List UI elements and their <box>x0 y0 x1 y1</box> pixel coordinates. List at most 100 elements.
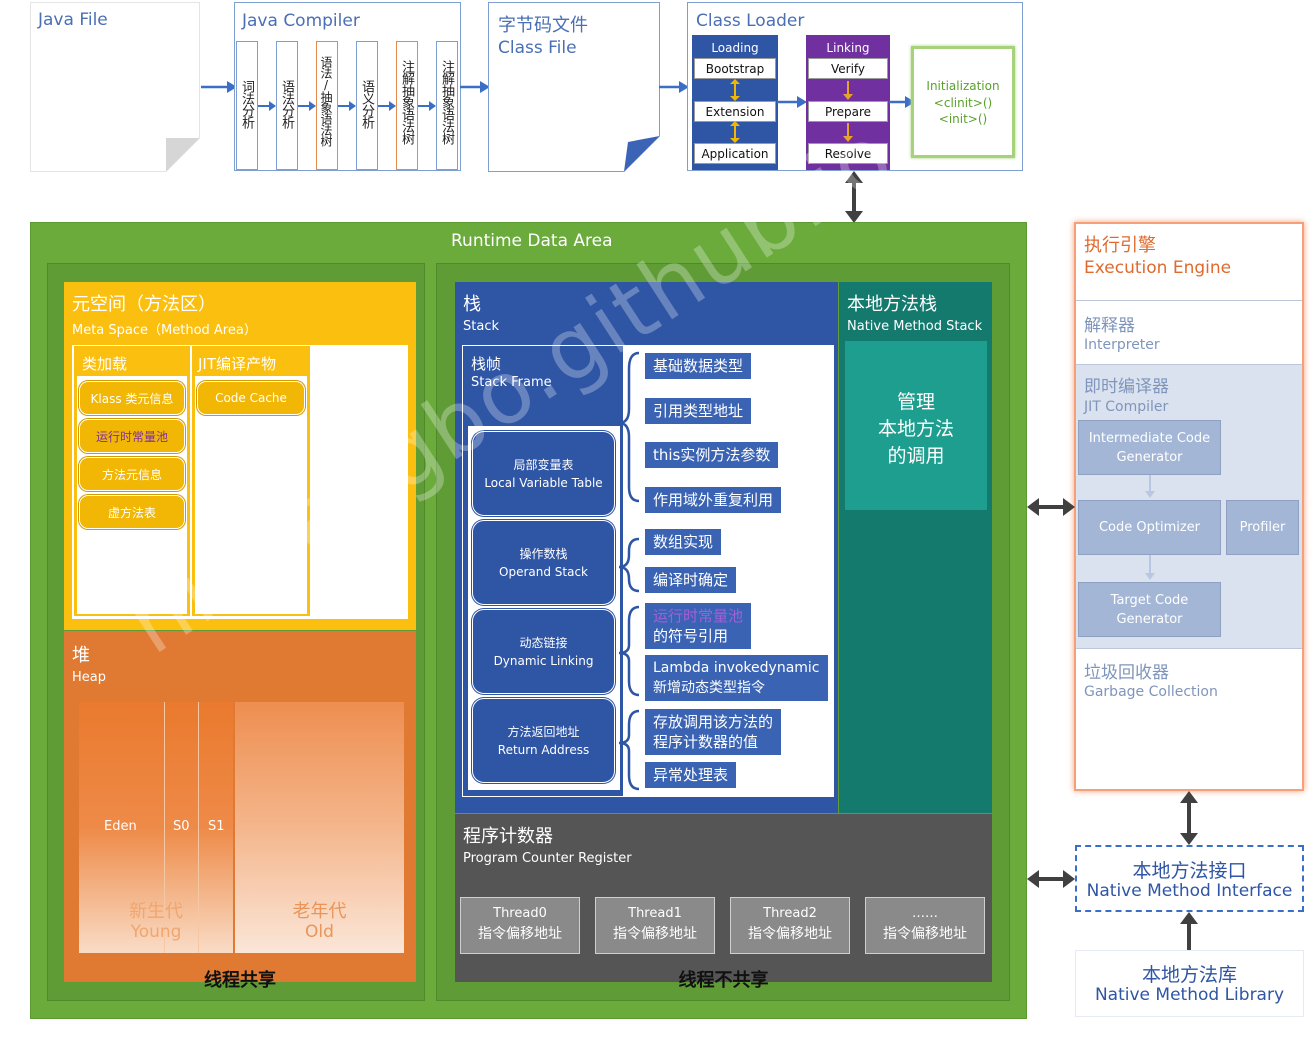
thread-not-shared-label: 线程不共享 <box>678 970 769 991</box>
vtable: 虚方法表 <box>79 495 185 529</box>
heap-title-en: Heap <box>72 670 106 685</box>
arrow-loading-to-linking <box>777 96 807 108</box>
bootstrap-loader: Bootstrap <box>694 58 776 79</box>
s1-divider <box>198 702 199 953</box>
java-compiler-title: Java Compiler <box>242 11 360 31</box>
document-icon <box>488 2 660 172</box>
eden-label: Eden <box>104 819 137 834</box>
initialization-title: Initialization <box>926 79 1000 93</box>
jit-cn: 即时编译器 <box>1084 377 1169 397</box>
arrow-file-to-compiler <box>201 81 237 93</box>
clinit-label: <clinit>() <box>933 96 993 110</box>
document-icon <box>30 2 200 172</box>
java-file-box: Java File <box>30 2 200 172</box>
jit-output-inner <box>195 376 307 614</box>
native-stack-title-en: Native Method Stack <box>847 319 983 334</box>
initialization-box: Initialization <clinit>() <init>() <box>911 46 1015 158</box>
linking-down-arrows <box>843 81 853 142</box>
compiler-stage-3: 语法/抽象语法树 <box>316 41 338 170</box>
code-cache: Code Cache <box>197 381 305 415</box>
native-stack-line-1: 管理 <box>896 391 935 413</box>
engine-title-cn: 执行引擎 <box>1084 235 1156 256</box>
compiler-stage-1: 词法分析 <box>236 41 258 170</box>
stack-title-en: Stack <box>463 319 499 334</box>
application-loader: Application <box>694 143 776 164</box>
class-load-title: 类加载 <box>82 355 128 373</box>
detail-primitive-types: 基础数据类型 <box>644 352 753 380</box>
java-file-title: Java File <box>38 10 108 30</box>
linking-header: Linking <box>826 41 870 55</box>
stack-frame-title-cn: 栈帧 <box>471 355 502 373</box>
native-stack-line-3: 的调用 <box>887 445 945 467</box>
meta-space-title-cn: 元空间（方法区） <box>72 294 216 315</box>
runtime-constant-pool: 运行时常量池 <box>79 419 185 453</box>
compiler-stage-5: 注解抽象语法树 <box>396 41 418 170</box>
interpreter-en: Interpreter <box>1084 337 1160 353</box>
class-loader-title: Class Loader <box>696 11 805 31</box>
s0-label: S0 <box>173 819 190 834</box>
engine-divider <box>1076 300 1302 301</box>
nmi-cn: 本地方法接口 <box>1132 860 1247 882</box>
method-info: 方法元信息 <box>79 457 185 491</box>
stack-frame-brackets <box>618 351 640 791</box>
gc-cn: 垃圾回收器 <box>1084 663 1169 683</box>
init-label: <init>() <box>938 112 988 126</box>
stack-title-cn: 栈 <box>463 294 481 315</box>
detail-symbolic-ref: 运行时常量池的符号引用 <box>644 602 753 650</box>
gc-en: Garbage Collection <box>1084 684 1218 700</box>
classloader-runtime-arrow <box>845 171 863 223</box>
compiler-stage-arrows <box>258 101 436 111</box>
native-method-library: 本地方法库 Native Method Library <box>1075 950 1304 1017</box>
prepare-step: Prepare <box>808 101 888 122</box>
compiler-stage-2: 语法分析 <box>276 41 298 170</box>
jit-output-title: JIT编译产物 <box>198 355 277 373</box>
loading-header: Loading <box>711 41 759 55</box>
thread-shared-label: 线程共享 <box>204 970 276 991</box>
arrow-bytecode-to-classloader <box>659 81 689 93</box>
runtime-title: Runtime Data Area <box>451 231 613 251</box>
detail-slot-reuse: 作用域外重复利用 <box>644 486 783 514</box>
old-label-cn: 老年代 <box>292 901 347 922</box>
arrow-linking-to-init <box>889 96 915 108</box>
nml-en: Native Method Library <box>1094 985 1285 1005</box>
engine-interface-arrow <box>1180 791 1198 845</box>
native-stack-line-2: 本地方法 <box>877 418 954 440</box>
engine-title-en: Execution Engine <box>1084 258 1232 278</box>
young-label-cn: 新生代 <box>129 901 183 922</box>
code-optimizer: Code Optimizer <box>1078 500 1221 555</box>
java-compiler-box: Java Compiler <box>234 2 461 171</box>
meta-space-title-en: Meta Space（Method Area） <box>72 323 257 338</box>
s1-label: S1 <box>208 819 225 834</box>
nml-cn: 本地方法库 <box>1141 964 1237 986</box>
detail-reference-address: 引用类型地址 <box>644 397 753 425</box>
jit-en: JIT Compiler <box>1084 399 1169 415</box>
young-generation <box>79 702 233 953</box>
bytecode-file-box: 字节码文件 Class File <box>488 2 660 172</box>
heap-title-cn: 堆 <box>72 645 90 666</box>
native-stack-title-cn: 本地方法栈 <box>847 294 937 315</box>
pc-title-cn: 程序计数器 <box>463 826 553 847</box>
runtime-native-interface-arrow <box>1027 870 1075 888</box>
detail-pc-value: 存放调用该方法的程序计数器的值 <box>644 708 783 756</box>
young-label-en: Young <box>130 922 182 942</box>
pc-title-en: Program Counter Register <box>463 851 632 866</box>
compiler-stage-6: 注解抽象语法树 <box>436 41 458 170</box>
extension-loader: Extension <box>694 101 776 122</box>
resolve-step: Resolve <box>808 143 888 164</box>
native-method-interface: 本地方法接口 Native Method Interface <box>1075 845 1304 912</box>
interpreter-cn: 解释器 <box>1084 316 1135 336</box>
arrow-compiler-to-bytecode <box>460 81 490 93</box>
loading-double-arrows <box>730 79 740 143</box>
arrow-optimizer-to-tcg <box>1145 555 1155 580</box>
verify-step: Verify <box>808 58 888 79</box>
library-interface-arrow <box>1180 912 1198 952</box>
